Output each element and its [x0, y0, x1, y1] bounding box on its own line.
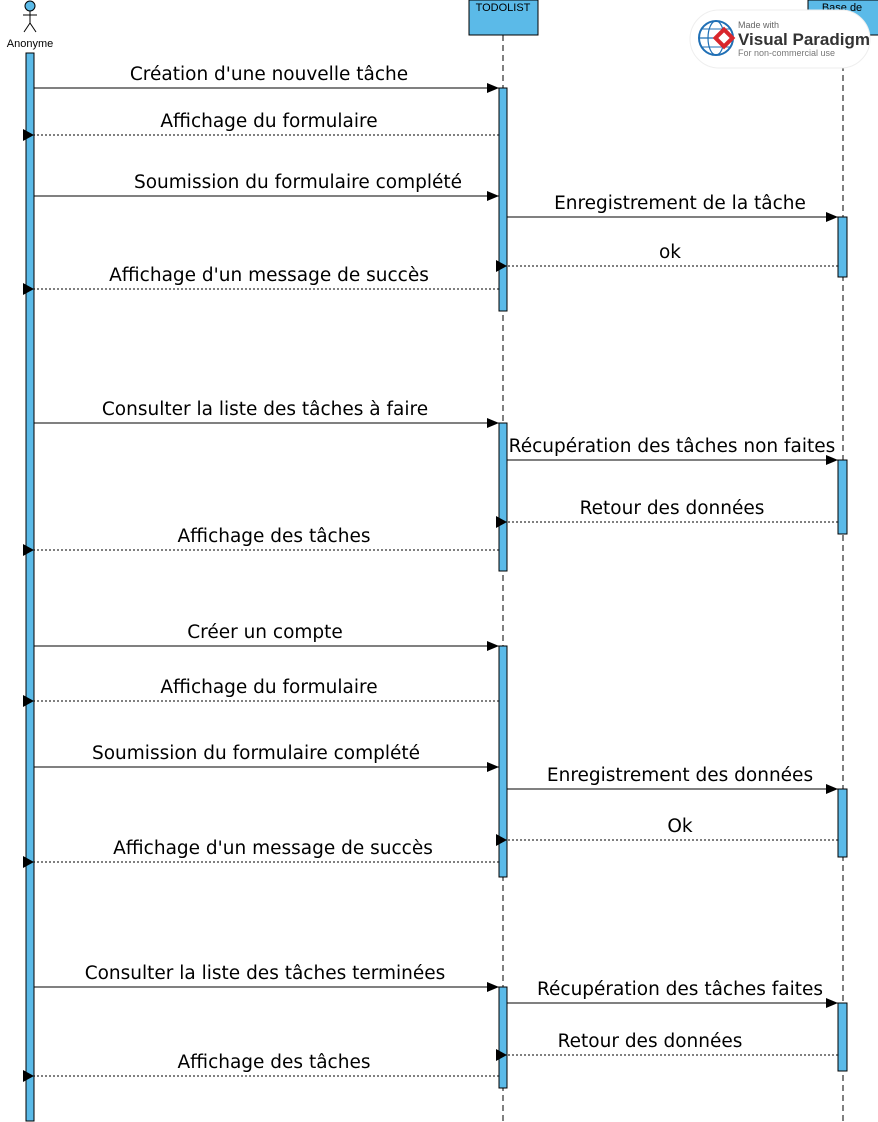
message-label: Affichage d'un message de succès [113, 838, 433, 859]
message-label: Récupération des tâches faites [537, 979, 823, 1000]
message-label: Enregistrement des données [547, 765, 813, 786]
actor-icon [23, 0, 37, 33]
system-activation-bar [498, 87, 508, 312]
message-label: Consulter la liste des tâches terminées [85, 963, 446, 984]
message-label: Créer un compte [187, 622, 343, 643]
message-label: Soumission du formulaire complété [134, 172, 462, 193]
system-label: TODOLIST [476, 2, 531, 14]
message-label: Récupération des tâches non faites [509, 436, 836, 457]
database-activation-bar [837, 1002, 848, 1072]
message-label: Affichage des tâches [178, 1052, 371, 1073]
system-header [468, 0, 539, 36]
watermark-made-with: Made with [738, 20, 779, 30]
database-activation-bar [837, 788, 848, 858]
message-label: Ok [667, 816, 693, 837]
system-activation-bar [498, 422, 508, 572]
watermark: Made with Visual Paradigm For non-commer… [689, 9, 871, 69]
message-label: Soumission du formulaire complété [92, 743, 420, 764]
actor-label: Anonyme [7, 38, 53, 50]
watermark-note: For non-commercial use [738, 48, 835, 58]
database-activation-bar [837, 459, 848, 535]
message-label: Retour des données [558, 1031, 743, 1052]
message-label: Affichage du formulaire [160, 677, 377, 698]
watermark-brand: Visual Paradigm [738, 30, 870, 49]
message-label: Consulter la liste des tâches à faire [102, 399, 428, 420]
system-activation-bar [498, 986, 508, 1089]
actor-activation-bar [25, 52, 35, 1122]
message-label: Création d'une nouvelle tâche [130, 64, 408, 85]
visual-paradigm-logo-icon [698, 20, 736, 56]
message-label: ok [659, 242, 681, 263]
message-label: Affichage des tâches [178, 526, 371, 547]
database-activation-bar [837, 216, 848, 278]
message-label: Retour des données [580, 498, 765, 519]
message-label: Affichage du formulaire [160, 111, 377, 132]
message-label: Enregistrement de la tâche [554, 193, 806, 214]
message-label: Affichage d'un message de succès [109, 265, 429, 286]
system-activation-bar [498, 645, 508, 878]
